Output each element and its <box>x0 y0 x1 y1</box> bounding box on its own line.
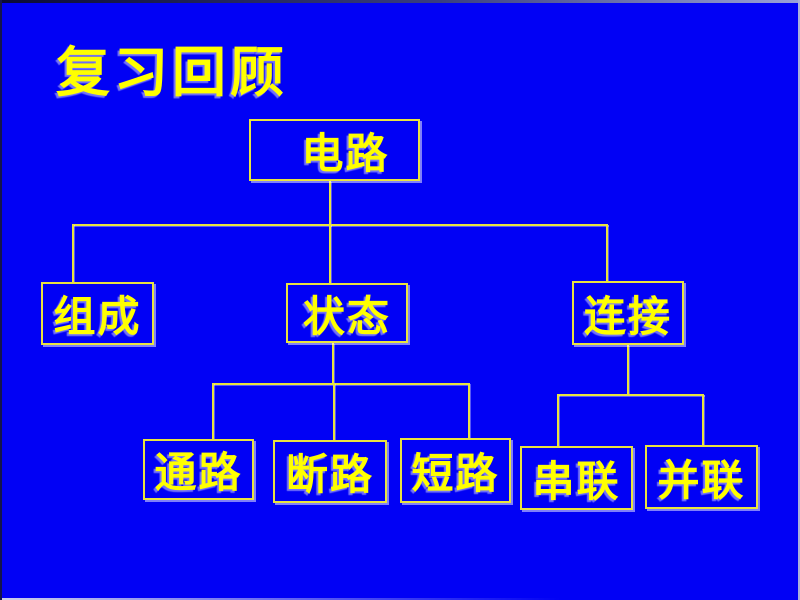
slide-left-edge <box>0 0 2 600</box>
node-closed-circuit-label: 通路 <box>154 448 243 497</box>
node-short-circuit-label: 短路 <box>411 449 500 498</box>
node-open-circuit: 断路 <box>273 440 387 503</box>
slide-title: 复习回顾 <box>56 40 288 104</box>
connector-drop-composition <box>72 224 74 282</box>
node-closed-circuit: 通路 <box>143 439 254 500</box>
connector-state-rail <box>212 383 469 385</box>
node-composition-label: 组成 <box>53 292 142 341</box>
connector-state-stem <box>332 343 334 384</box>
node-connection: 连接 <box>572 281 684 345</box>
node-short-circuit: 短路 <box>400 438 511 503</box>
connector-drop-closed-circuit <box>212 383 214 439</box>
node-parallel-label: 并联 <box>657 455 746 505</box>
node-state: 状态 <box>286 283 408 343</box>
connector-drop-short-circuit <box>468 383 470 438</box>
connector-level2-rail <box>72 224 608 226</box>
connector-drop-state <box>329 224 331 283</box>
connector-circuit-stem <box>329 181 331 226</box>
slide-right-edge <box>798 0 800 600</box>
slide-bottom-edge <box>0 598 800 600</box>
connector-drop-connection <box>606 224 608 281</box>
node-open-circuit-label: 断路 <box>285 450 374 499</box>
node-state-label: 状态 <box>302 291 391 341</box>
connector-drop-series <box>557 394 559 446</box>
connector-connection-stem <box>627 345 629 395</box>
slide-top-edge <box>0 0 800 3</box>
node-circuit-label: 电路 <box>301 128 390 178</box>
connector-drop-parallel <box>702 394 704 445</box>
node-composition: 组成 <box>41 282 154 345</box>
node-series: 串联 <box>520 446 633 510</box>
node-circuit: 电路 <box>249 119 420 181</box>
node-parallel: 并联 <box>645 445 758 509</box>
connector-connection-rail <box>557 394 704 396</box>
connector-drop-open-circuit <box>333 383 335 440</box>
node-series-label: 串联 <box>532 456 621 506</box>
node-connection-label: 连接 <box>583 291 672 341</box>
